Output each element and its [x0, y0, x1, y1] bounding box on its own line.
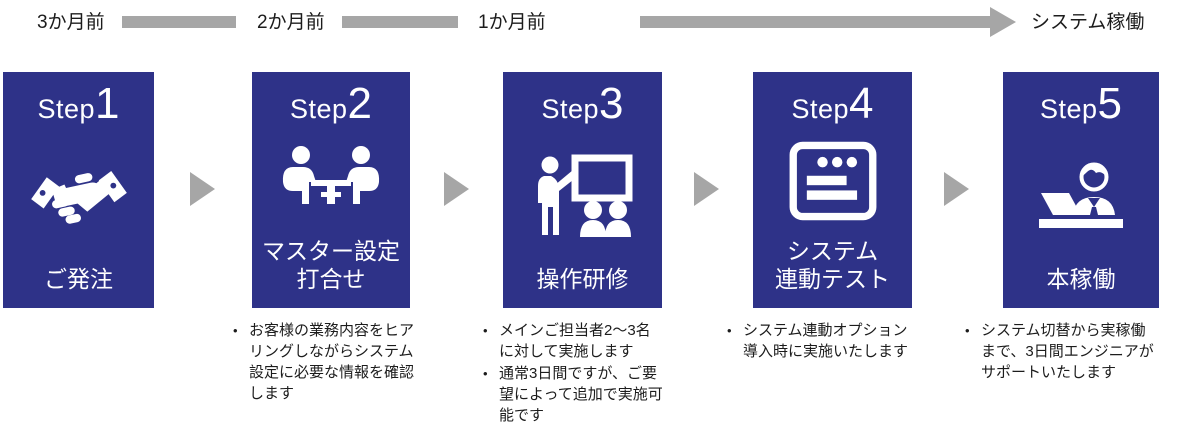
note-text: システム切替から実稼働 まで、3日間エンジニアが サポートいたします: [981, 322, 1154, 381]
note-text: 通常3日間ですが、ご要 望によって追加で実施可 能です: [499, 365, 663, 424]
note-text: システム連動オプション 導入時に実施いたします: [743, 322, 909, 360]
next-step-arrow-icon: [694, 172, 719, 206]
timeline-label-1month: 1か月前: [478, 12, 546, 33]
step-number: 5: [1097, 79, 1123, 128]
timeline-arrow-icon: [640, 7, 1016, 37]
browser-icon: [757, 126, 908, 237]
note-text: メインご担当者2～3名 に対して実施します: [499, 322, 651, 360]
reception-icon: [1007, 126, 1155, 265]
step-number: 2: [347, 79, 373, 128]
step-prefix: Step: [37, 94, 96, 124]
meeting-icon: [256, 126, 406, 237]
bullet-marker: •: [483, 366, 488, 381]
note-item: • お客様の業務内容をヒア リングしながらシステム 設定に必要な情報を確認 しま…: [233, 320, 433, 404]
step-2-notes: • お客様の業務内容をヒア リングしながらシステム 設定に必要な情報を確認 しま…: [233, 320, 433, 405]
bullet-marker: •: [233, 323, 238, 338]
step-number: 3: [599, 79, 624, 128]
timeline-label-2months: 2か月前: [257, 12, 325, 33]
bullet-marker: •: [965, 323, 970, 338]
step-3-notes: • メインご担当者2～3名 に対して実施します • 通常3日間ですが、ご要 望に…: [483, 320, 688, 427]
step-title: ご発注: [44, 266, 113, 293]
training-icon: [507, 126, 658, 265]
step-number: 1: [95, 79, 120, 128]
step-title: マスター設定 打合せ: [262, 237, 400, 293]
next-step-arrow-icon: [444, 172, 469, 206]
timeline-bar: [122, 16, 236, 28]
bullet-marker: •: [483, 323, 488, 338]
note-item: • メインご担当者2～3名 に対して実施します: [483, 320, 688, 362]
step-title: 本稼働: [1046, 266, 1116, 293]
bullet-marker: •: [727, 323, 732, 338]
step-prefix: Step: [1039, 94, 1098, 124]
step-title: 操作研修: [536, 266, 629, 293]
step-prefix: Step: [289, 94, 348, 124]
next-step-arrow-icon: [944, 172, 969, 206]
next-step-arrow-icon: [190, 172, 215, 206]
step-prefix: Step: [541, 94, 600, 124]
step-title: システム 連動テスト: [775, 237, 890, 293]
note-item: • 通常3日間ですが、ご要 望によって追加で実施可 能です: [483, 363, 688, 426]
step-prefix: Step: [791, 94, 850, 124]
timeline-arrow-shaft: [640, 16, 990, 28]
handshake-icon: [7, 126, 150, 265]
timeline-arrowhead-icon: [990, 7, 1016, 37]
note-text: お客様の業務内容をヒア リングしながらシステム 設定に必要な情報を確認 します: [249, 322, 415, 402]
timeline-label-3months: 3か月前: [37, 12, 105, 33]
note-item: • システム切替から実稼働 まで、3日間エンジニアが サポートいたします: [965, 320, 1180, 383]
step-number: 4: [849, 79, 874, 128]
step-5-notes: • システム切替から実稼働 まで、3日間エンジニアが サポートいたします: [965, 320, 1180, 384]
timeline-bar: [342, 16, 458, 28]
note-item: • システム連動オプション 導入時に実施いたします: [727, 320, 942, 362]
timeline-label-golive: システム稼働: [1031, 12, 1145, 33]
step-4-notes: • システム連動オプション 導入時に実施いたします: [727, 320, 942, 363]
